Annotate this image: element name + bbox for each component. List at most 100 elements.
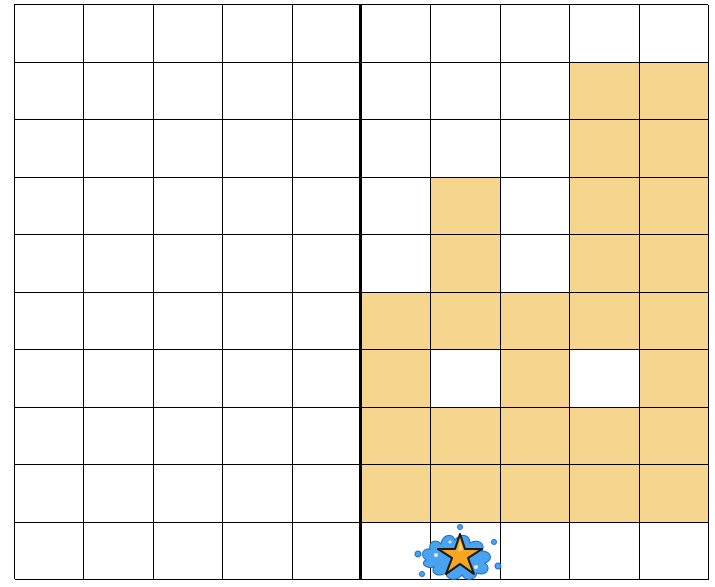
grid-cell-r2-c5[interactable]	[362, 120, 431, 178]
grid-cell-r1-c5[interactable]	[362, 63, 431, 121]
grid-cell-r5-c3[interactable]	[223, 293, 292, 351]
grid-cell-r1-c0[interactable]	[15, 63, 84, 121]
grid-cell-r6-c6[interactable]	[431, 350, 500, 408]
grid-cell-r9-c7[interactable]	[501, 523, 570, 581]
grid-cell-r9-c3[interactable]	[223, 523, 292, 581]
grid-cell-r0-c3[interactable]	[223, 5, 292, 63]
grid-cell-r2-c9[interactable]	[640, 120, 709, 178]
grid-cell-r9-c0[interactable]	[15, 523, 84, 581]
grid-cell-r0-c4[interactable]	[293, 5, 362, 63]
grid-cell-r2-c4[interactable]	[293, 120, 362, 178]
grid-cell-r8-c7[interactable]	[501, 465, 570, 523]
grid-cell-r2-c1[interactable]	[84, 120, 153, 178]
grid-cell-r7-c2[interactable]	[154, 408, 223, 466]
grid-cell-r5-c0[interactable]	[15, 293, 84, 351]
grid-cell-r3-c6[interactable]	[431, 178, 500, 236]
grid-cell-r0-c5[interactable]	[362, 5, 431, 63]
grid-cell-r0-c9[interactable]	[640, 5, 709, 63]
grid-cell-r7-c4[interactable]	[293, 408, 362, 466]
grid-cell-r8-c8[interactable]	[570, 465, 639, 523]
grid-cell-r8-c2[interactable]	[154, 465, 223, 523]
grid-cell-r6-c1[interactable]	[84, 350, 153, 408]
grid-cell-r8-c3[interactable]	[223, 465, 292, 523]
grid-cell-r4-c8[interactable]	[570, 235, 639, 293]
grid-cell-r2-c7[interactable]	[501, 120, 570, 178]
grid-cell-r1-c2[interactable]	[154, 63, 223, 121]
grid-cell-r5-c9[interactable]	[640, 293, 709, 351]
grid-cell-r3-c3[interactable]	[223, 178, 292, 236]
symmetry-grid	[14, 4, 708, 579]
grid-cell-r6-c7[interactable]	[501, 350, 570, 408]
grid-cell-r5-c5[interactable]	[362, 293, 431, 351]
grid-cell-r1-c9[interactable]	[640, 63, 709, 121]
grid-cell-r5-c7[interactable]	[501, 293, 570, 351]
grid-cell-r5-c2[interactable]	[154, 293, 223, 351]
grid-cell-r0-c7[interactable]	[501, 5, 570, 63]
grid-cell-r1-c1[interactable]	[84, 63, 153, 121]
grid-cell-r5-c6[interactable]	[431, 293, 500, 351]
grid-cell-r1-c6[interactable]	[431, 63, 500, 121]
grid-cell-r3-c1[interactable]	[84, 178, 153, 236]
grid-cell-r7-c3[interactable]	[223, 408, 292, 466]
grid-cell-r2-c8[interactable]	[570, 120, 639, 178]
grid-cell-r6-c8[interactable]	[570, 350, 639, 408]
grid-cell-r4-c2[interactable]	[154, 235, 223, 293]
grid-cell-r8-c0[interactable]	[15, 465, 84, 523]
grid-cell-r6-c0[interactable]	[15, 350, 84, 408]
grid-cell-r7-c1[interactable]	[84, 408, 153, 466]
grid-cell-r6-c3[interactable]	[223, 350, 292, 408]
grid-cell-r6-c4[interactable]	[293, 350, 362, 408]
grid-cell-r7-c7[interactable]	[501, 408, 570, 466]
grid-cell-r3-c2[interactable]	[154, 178, 223, 236]
grid-cell-r0-c2[interactable]	[154, 5, 223, 63]
grid-cell-r1-c4[interactable]	[293, 63, 362, 121]
grid-cell-r7-c0[interactable]	[15, 408, 84, 466]
grid-cell-r7-c6[interactable]	[431, 408, 500, 466]
grid-cell-r7-c9[interactable]	[640, 408, 709, 466]
grid-cell-r4-c0[interactable]	[15, 235, 84, 293]
grid-cell-r2-c6[interactable]	[431, 120, 500, 178]
grid-cell-r7-c8[interactable]	[570, 408, 639, 466]
grid-cell-r5-c1[interactable]	[84, 293, 153, 351]
grid-cell-r4-c7[interactable]	[501, 235, 570, 293]
grid-cell-r4-c4[interactable]	[293, 235, 362, 293]
grid-cell-r7-c5[interactable]	[362, 408, 431, 466]
grid-cell-r9-c4[interactable]	[293, 523, 362, 581]
grid-cell-r4-c3[interactable]	[223, 235, 292, 293]
grid-cell-r8-c6[interactable]	[431, 465, 500, 523]
grid-cell-r3-c0[interactable]	[15, 178, 84, 236]
grid-cell-r3-c9[interactable]	[640, 178, 709, 236]
grid-cell-r2-c0[interactable]	[15, 120, 84, 178]
grid-cell-r0-c0[interactable]	[15, 5, 84, 63]
grid-cell-r3-c7[interactable]	[501, 178, 570, 236]
grid-cell-r3-c8[interactable]	[570, 178, 639, 236]
grid-cell-r2-c3[interactable]	[223, 120, 292, 178]
grid-cell-r5-c4[interactable]	[293, 293, 362, 351]
grid-cell-r4-c9[interactable]	[640, 235, 709, 293]
grid-cell-r9-c1[interactable]	[84, 523, 153, 581]
grid-cell-r4-c1[interactable]	[84, 235, 153, 293]
grid-cell-r9-c8[interactable]	[570, 523, 639, 581]
grid-cell-r4-c5[interactable]	[362, 235, 431, 293]
grid-cell-r3-c4[interactable]	[293, 178, 362, 236]
grid-cell-r8-c9[interactable]	[640, 465, 709, 523]
grid-cell-r2-c2[interactable]	[154, 120, 223, 178]
grid-cell-r8-c4[interactable]	[293, 465, 362, 523]
grid-cell-r9-c2[interactable]	[154, 523, 223, 581]
grid-cell-r3-c5[interactable]	[362, 178, 431, 236]
grid-cell-r1-c7[interactable]	[501, 63, 570, 121]
grid-cell-r8-c5[interactable]	[362, 465, 431, 523]
grid-cell-r5-c8[interactable]	[570, 293, 639, 351]
grid-cell-r8-c1[interactable]	[84, 465, 153, 523]
grid-cell-r4-c6[interactable]	[431, 235, 500, 293]
grid-cell-r6-c2[interactable]	[154, 350, 223, 408]
grid-cell-r0-c1[interactable]	[84, 5, 153, 63]
grid-cell-r1-c3[interactable]	[223, 63, 292, 121]
grid-cell-r9-c9[interactable]	[640, 523, 709, 581]
grid-cell-r6-c5[interactable]	[362, 350, 431, 408]
grid-cell-r0-c8[interactable]	[570, 5, 639, 63]
grid-cell-r6-c9[interactable]	[640, 350, 709, 408]
starfish-splash-icon[interactable]	[412, 522, 508, 582]
grid-cell-r1-c8[interactable]	[570, 63, 639, 121]
grid-cell-r0-c6[interactable]	[431, 5, 500, 63]
